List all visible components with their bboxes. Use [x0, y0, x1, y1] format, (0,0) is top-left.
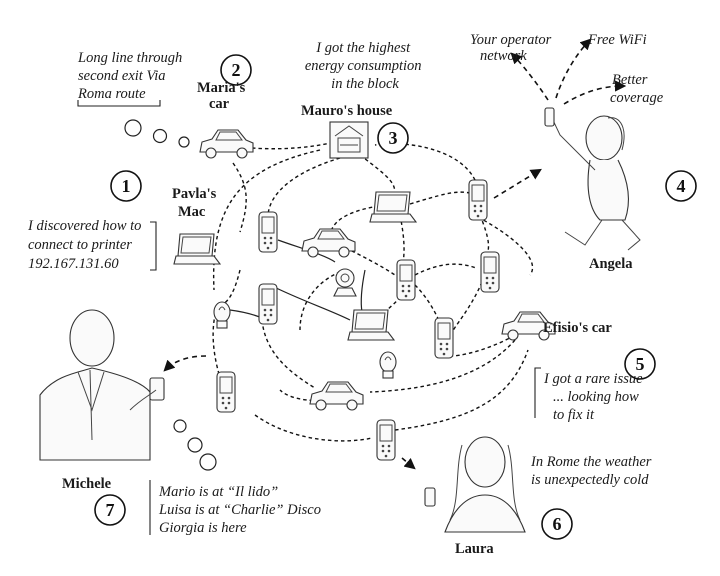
- bulb-icon: [213, 301, 231, 329]
- label-2: 2: [220, 54, 252, 86]
- mauro-note: I got the highest energy consumption in …: [305, 40, 425, 92]
- smartphone-icon: [480, 251, 500, 293]
- efisio-note: I got a rare issue ... looking how to fi…: [543, 371, 646, 423]
- svg-text:7: 7: [106, 500, 115, 520]
- house-icon: [329, 121, 369, 159]
- arrows: [163, 38, 627, 470]
- car-icon: [199, 129, 254, 159]
- laura-label: Laura: [455, 541, 494, 557]
- laptop-icon: [369, 191, 417, 223]
- svg-text:4: 4: [677, 176, 686, 196]
- car-icon: [301, 228, 356, 258]
- smartphone-icon: [376, 419, 396, 461]
- smartphone-icon: [434, 317, 454, 359]
- svg-text:5: 5: [636, 354, 645, 374]
- laptop-icon: [173, 233, 221, 265]
- svg-text:2: 2: [232, 60, 241, 80]
- label-4: 4: [665, 170, 697, 202]
- bulb-icon: [379, 351, 397, 379]
- angela-label: Angela: [589, 256, 633, 272]
- webcam-icon: [333, 268, 357, 297]
- svg-text:3: 3: [389, 128, 398, 148]
- label-6: 6: [541, 508, 573, 540]
- label-1: 1: [110, 170, 142, 202]
- label-5: 5: [624, 348, 656, 380]
- pavla-note: I discovered how to connect to printer 1…: [27, 218, 145, 272]
- svg-text:coverage: coverage: [610, 90, 664, 106]
- smartphone-icon: [468, 179, 488, 221]
- svg-text:Better: Better: [612, 72, 648, 88]
- person-icon: [39, 309, 165, 461]
- pavla-mac-label: Pavla's Mac: [172, 186, 220, 220]
- smartphone-icon: [258, 211, 278, 253]
- michele-label: Michele: [62, 476, 112, 492]
- smartphone-icon: [396, 259, 416, 301]
- label-3: 3: [377, 122, 409, 154]
- svg-text:network: network: [480, 48, 527, 64]
- svg-text:Free WiFi: Free WiFi: [587, 32, 647, 48]
- maria-note: Long line through second exit Via Roma r…: [77, 50, 186, 102]
- smartphone-icon: [216, 371, 236, 413]
- svg-text:1: 1: [122, 176, 131, 196]
- svg-text:Your operator: Your operator: [470, 32, 552, 48]
- thought-bubble: [173, 419, 217, 471]
- laura-note: In Rome the weather is unexpectedly cold: [530, 454, 655, 488]
- laptop-icon: [347, 309, 395, 341]
- car-icon: [309, 381, 364, 411]
- angela-options: Your operator network Free WiFi Better c…: [470, 32, 664, 106]
- michele-note: Mario is at “Il lido” Luisa is at “Charl…: [158, 484, 325, 536]
- maria-car-label: Maria's car: [197, 80, 249, 112]
- svg-text:6: 6: [553, 514, 562, 534]
- person-icon: [544, 107, 641, 251]
- smartphone-icon: [258, 283, 278, 325]
- thought-bubble: [124, 119, 190, 148]
- label-7: 7: [94, 494, 126, 526]
- note-bracket: [77, 100, 541, 535]
- person-icon: [424, 436, 526, 533]
- efisio-car-label: Efisio's car: [543, 320, 612, 336]
- mauro-house-label: Mauro's house: [301, 103, 393, 119]
